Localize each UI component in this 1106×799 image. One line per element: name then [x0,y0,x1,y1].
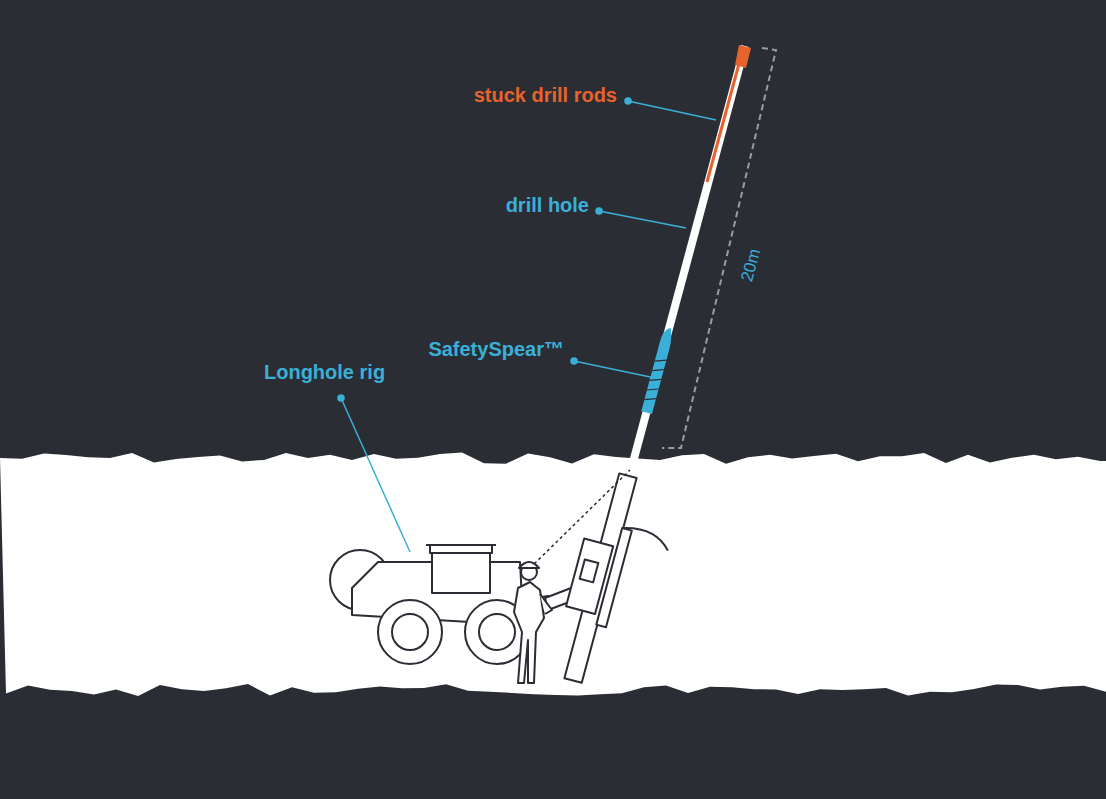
longhole-rig [330,469,684,696]
leader-lines [338,98,716,552]
part-label: drill hole [506,194,589,216]
part-label: Longhole rig [264,361,385,383]
dimension-label: 20m [739,247,766,284]
drill-hole [632,46,745,466]
rod-cap [735,45,751,68]
operator [514,470,630,683]
tunnel-band [0,453,1106,696]
stuck-rods [707,60,740,182]
part-label: stuck drill rods [474,84,617,106]
dimension-line [662,48,776,448]
part-label: SafetySpear™ [428,338,564,360]
safety-spear [641,326,674,414]
